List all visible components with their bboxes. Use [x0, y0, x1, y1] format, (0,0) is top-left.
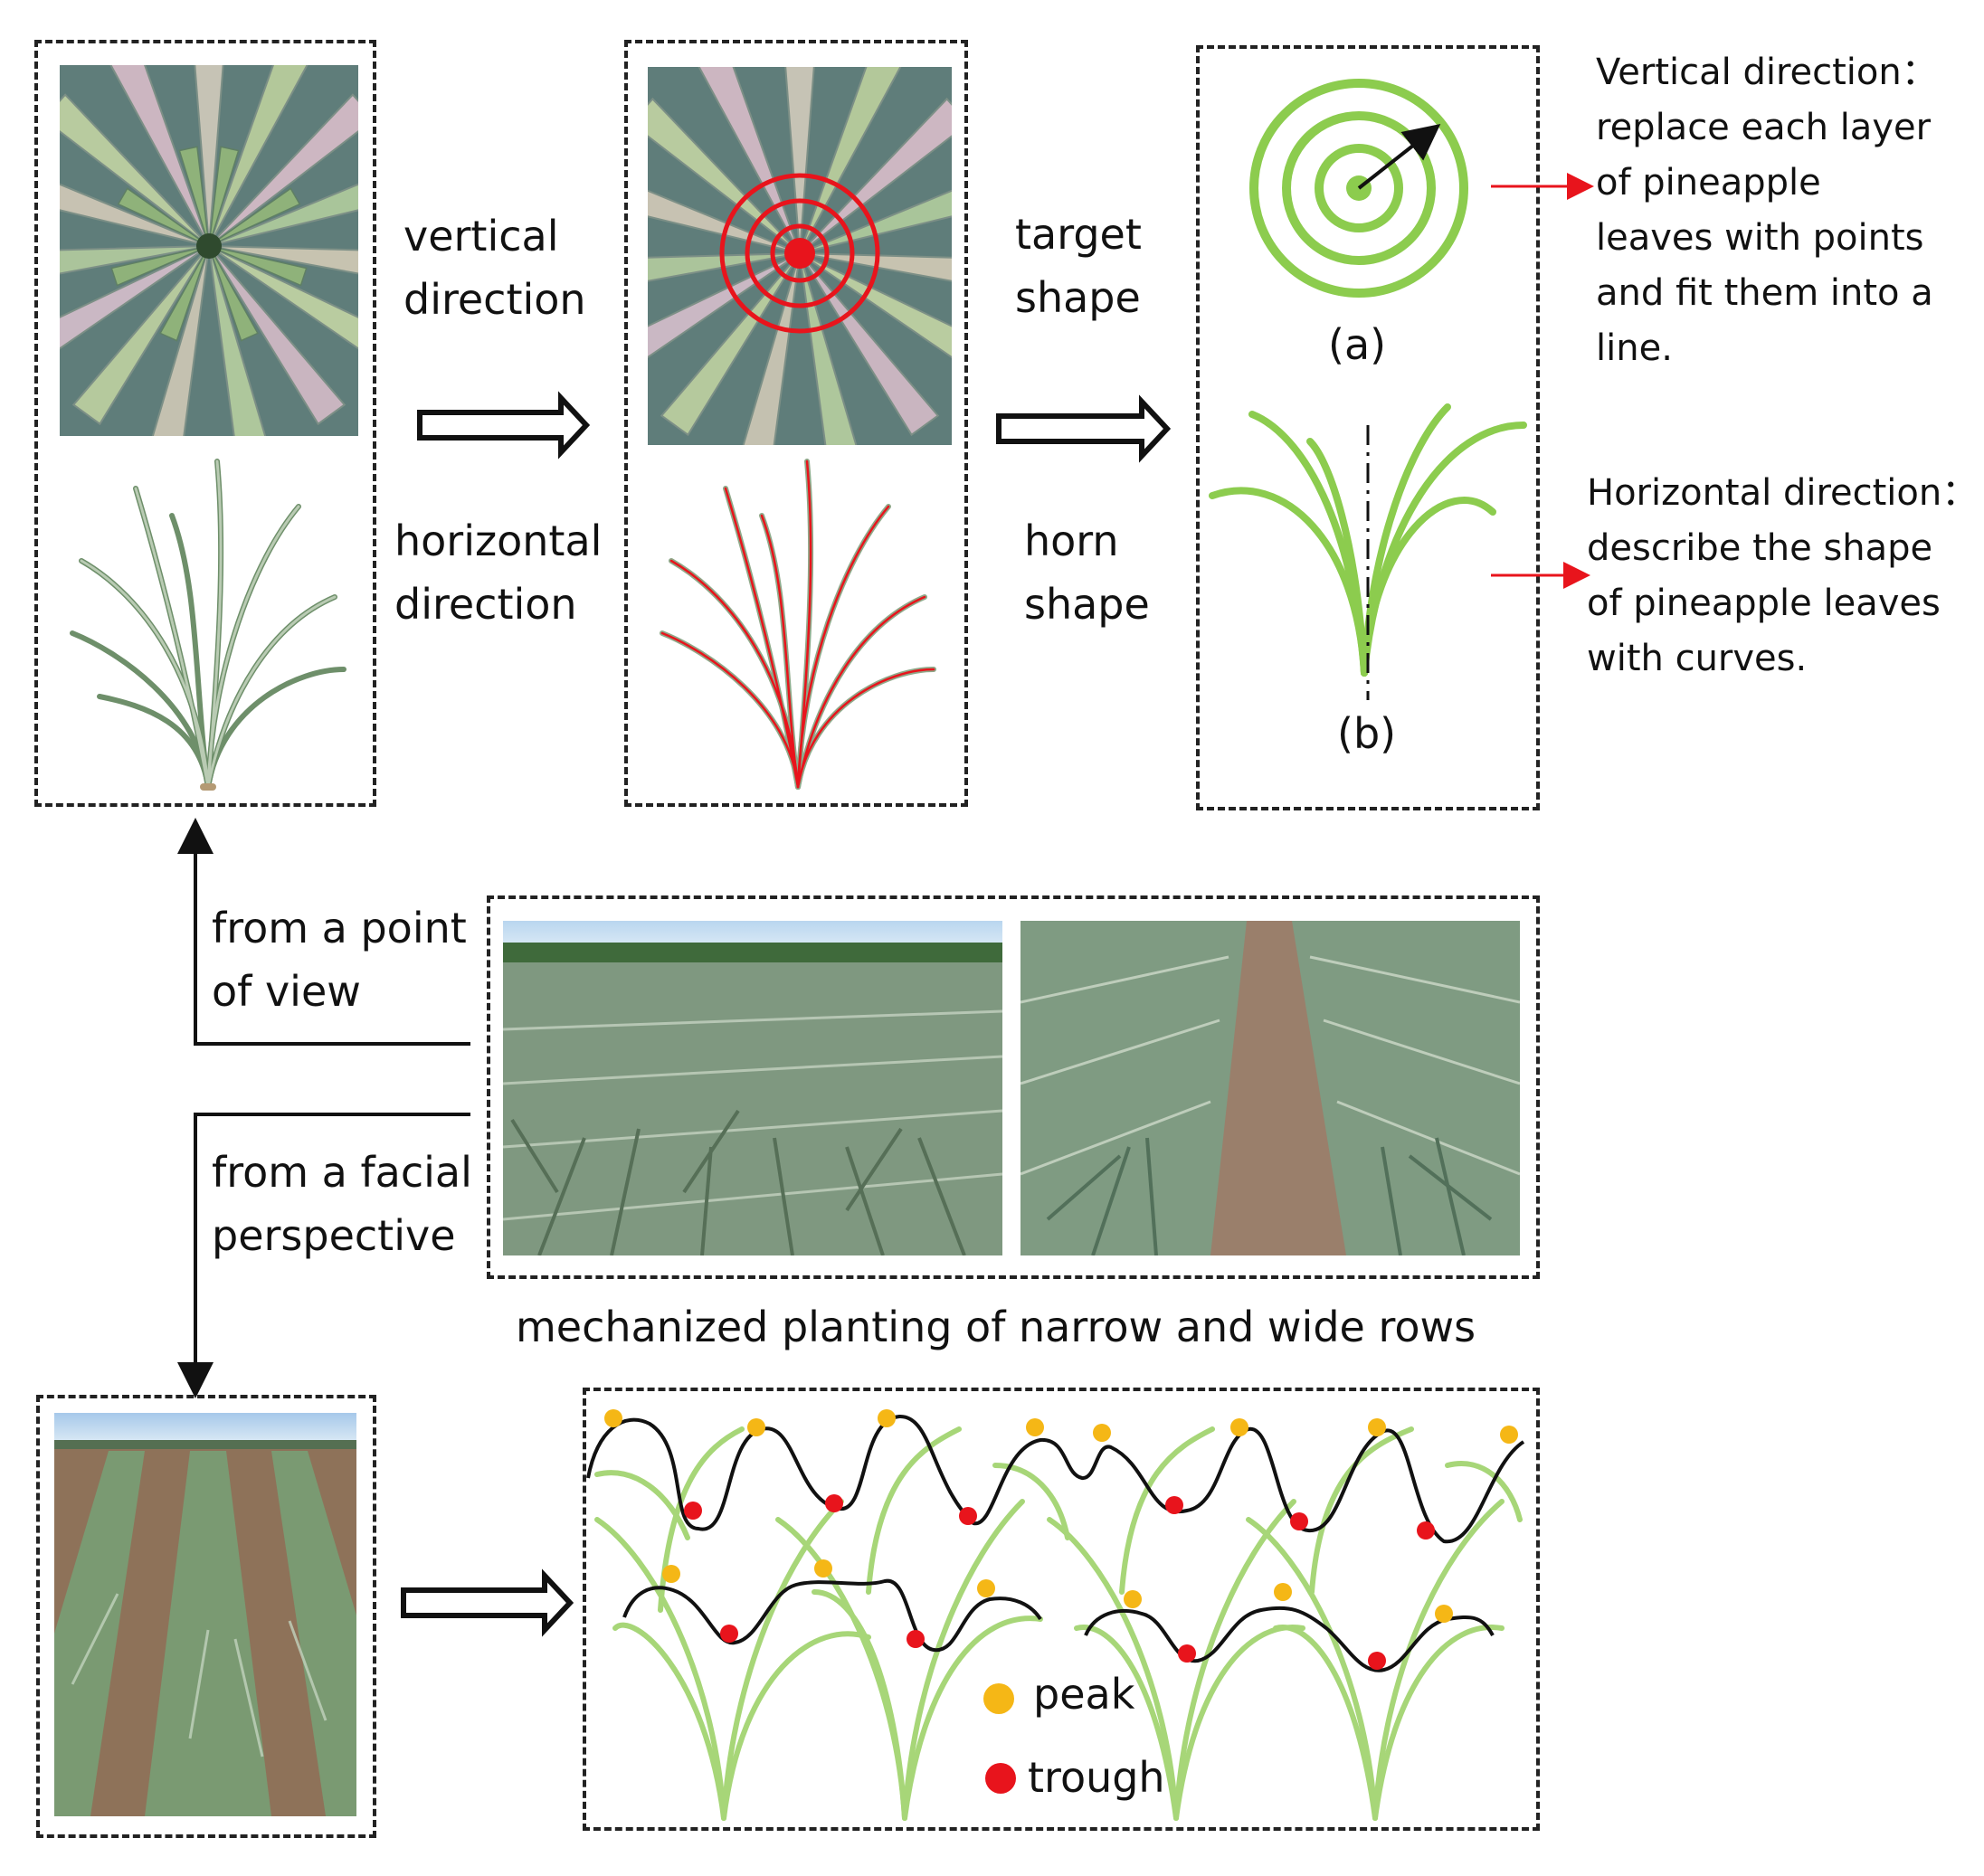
label-diagram-b: (b): [1337, 709, 1397, 758]
connector-facial-view: [177, 1113, 470, 1398]
top-view-annotated-photo: [648, 67, 952, 445]
label-horn-shape: horn shape: [1024, 509, 1150, 636]
block-arrow-right-icon: [996, 394, 1172, 463]
label-line: direction: [403, 275, 586, 324]
horn-shape-icon: [1209, 403, 1527, 677]
note-line: and fit them into a: [1596, 272, 1933, 314]
wave-model-leaves: [594, 1426, 1523, 1821]
connector-point-view: [177, 818, 470, 1046]
note-line: describe the shape: [1587, 527, 1933, 569]
label-point-of-view: from a point of view: [212, 896, 467, 1023]
yellow-dot-icon: [983, 1683, 1014, 1714]
note-line: leaves with points: [1596, 217, 1924, 259]
label-line: shape: [1015, 273, 1141, 322]
label-line: target: [1015, 210, 1142, 259]
red-dot-icon: [985, 1763, 1016, 1794]
shape-model-box: [1196, 45, 1540, 810]
label-line: perspective: [212, 1211, 456, 1260]
label-line: from a facial: [212, 1148, 472, 1197]
label-diagram-a: (a): [1328, 320, 1387, 369]
note-line: line.: [1596, 327, 1673, 369]
label-line: direction: [394, 580, 577, 629]
field-wide-photo: [503, 921, 1002, 1255]
label-line: horn: [1024, 516, 1119, 565]
block-arrow-right-icon: [401, 1568, 574, 1637]
note-line: with curves.: [1587, 638, 1808, 679]
label-vertical-direction: vertical direction: [403, 204, 586, 331]
label-line: horizontal: [394, 516, 603, 565]
block-arrow-right-icon: [417, 391, 591, 460]
legend-trough-label: trough: [1028, 1753, 1165, 1802]
facial-perspective-photo: [54, 1413, 356, 1816]
peak-markers: [604, 1409, 1518, 1623]
annotated-plant-box: [624, 40, 968, 807]
radius-arrow-icon: [1357, 124, 1441, 190]
label-facial-perspective: from a facial perspective: [212, 1141, 472, 1267]
label-target-shape: target shape: [1015, 203, 1142, 329]
original-plant-box: [34, 40, 376, 807]
trough-markers: [684, 1494, 1435, 1670]
note-line: replace each layer: [1596, 107, 1932, 148]
note-line: Horizontal direction：: [1587, 472, 1979, 514]
note-line: of pineapple: [1596, 162, 1821, 204]
label-mechanized-planting: mechanized planting of narrow and wide r…: [516, 1303, 1476, 1351]
side-view-annotated-photo: [653, 452, 945, 796]
label-horizontal-direction: horizontal direction: [394, 509, 602, 636]
label-line: from a point: [212, 904, 467, 952]
legend-peak-label: peak: [1033, 1670, 1135, 1719]
wave-curve: [586, 1414, 1525, 1672]
label-line: vertical: [403, 212, 559, 261]
label-line: shape: [1024, 580, 1150, 629]
wave-model-box: [583, 1388, 1540, 1831]
note-horizontal-direction: Horizontal direction： describe the shape…: [1587, 466, 1978, 687]
label-line: of view: [212, 967, 361, 1016]
note-line: Vertical direction：: [1596, 52, 1938, 93]
note-line: of pineapple leaves: [1587, 583, 1941, 624]
field-photos-box: [487, 895, 1540, 1279]
side-view-photo: [63, 452, 353, 796]
top-view-photo: [60, 65, 358, 436]
field-row-photo: [1020, 921, 1520, 1255]
target-shape-icon: [1249, 79, 1468, 298]
note-vertical-direction: Vertical direction： replace each layer o…: [1596, 45, 1938, 376]
